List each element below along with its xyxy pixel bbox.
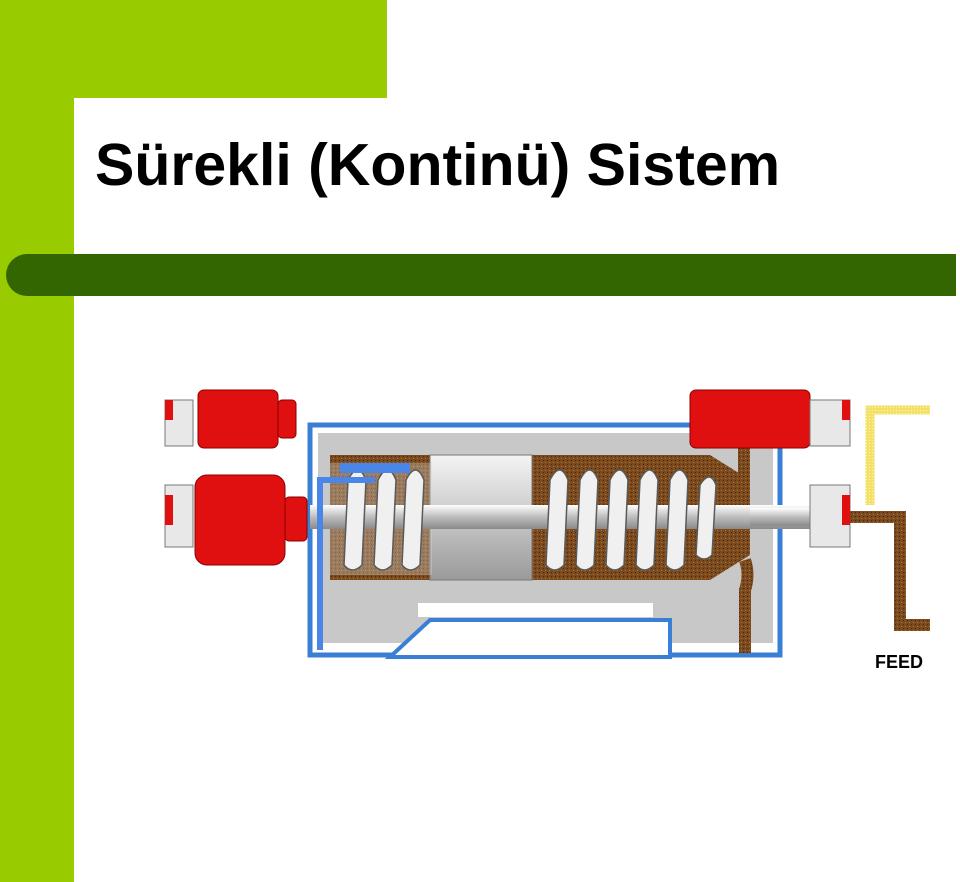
feed-pipe-shaft: [750, 508, 810, 526]
page-title: Sürekli (Kontinü) Sistem: [95, 132, 781, 198]
left-motor-assembly: [164, 389, 308, 566]
solids-discharge: [739, 558, 754, 653]
decanter-centrifuge-diagram: FEED: [164, 389, 930, 672]
feed-label: FEED: [875, 652, 923, 672]
feed-pipe: [850, 405, 930, 631]
screw-conveyor: [343, 469, 717, 571]
title-divider: [6, 254, 956, 296]
liquid-pool: [340, 463, 410, 473]
left-accent-bar: [0, 0, 74, 882]
top-accent-bar: [0, 0, 387, 98]
right-motor-assembly: [689, 389, 851, 548]
solids-outlet: [738, 447, 750, 485]
